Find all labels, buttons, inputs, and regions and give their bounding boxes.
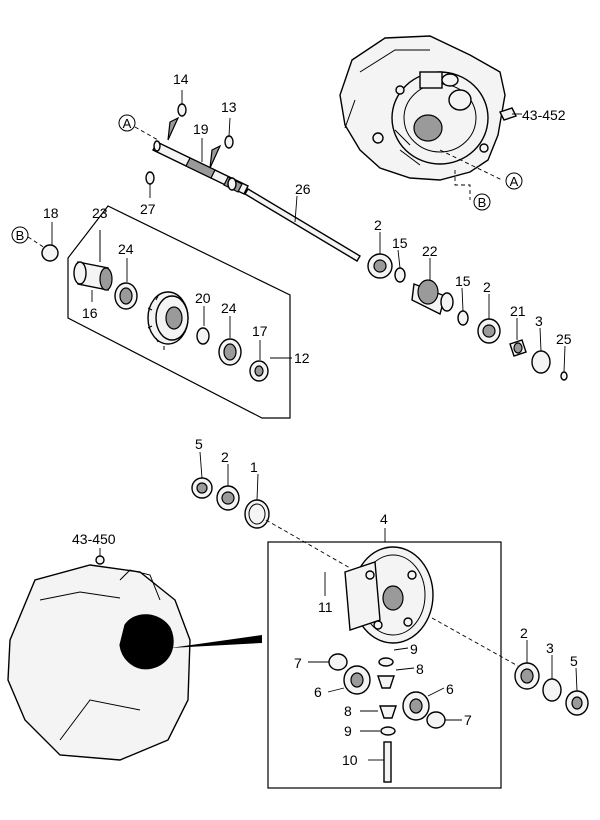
washer-9-upper: [378, 657, 394, 667]
part-label-3-lower: 3: [546, 640, 554, 656]
part-label-18: 18: [43, 205, 59, 221]
marker-a-left: A: [118, 114, 136, 132]
shaft-16: [73, 261, 113, 291]
input-shaft: [152, 140, 249, 195]
part-label-5-upper: 5: [195, 436, 203, 452]
o-ring-18: [41, 244, 59, 262]
side-gear-6-right: [402, 691, 430, 721]
part-label-2-mid: 2: [483, 279, 491, 295]
ring-gear-1: [244, 499, 270, 529]
part-label-13: 13: [221, 99, 237, 115]
part-label-4: 4: [380, 511, 388, 527]
ring-15-upper: [394, 267, 406, 283]
washer-7-left: [328, 653, 348, 671]
marker-b-right: B: [473, 193, 491, 211]
bearing-2-upper: [367, 253, 393, 279]
arrow-13: [209, 144, 222, 169]
part-label-6-right: 6: [446, 681, 454, 697]
part-label-23: 23: [92, 205, 108, 221]
spacer-20: [196, 327, 210, 345]
part-label-1: 1: [250, 459, 258, 475]
part-label-5-lower: 5: [570, 653, 578, 669]
part-label-22: 22: [422, 243, 438, 259]
snap-ring-27: [145, 171, 155, 185]
part-label-24-right: 24: [221, 300, 237, 316]
part-label-14: 14: [173, 71, 189, 87]
group-box-4: [267, 541, 502, 789]
part-label-10: 10: [342, 752, 358, 768]
arrow-14: [167, 116, 180, 141]
part-label-16: 16: [82, 305, 98, 321]
output-gear-22: [411, 279, 454, 316]
part-label-20: 20: [195, 290, 211, 306]
part-label-6-left: 6: [314, 684, 322, 700]
svg-text:B: B: [478, 195, 487, 210]
bearing-24-left: [114, 282, 138, 310]
part-label-2-upper: 2: [374, 217, 382, 233]
ring-15-lower: [457, 310, 469, 326]
marker-b-left: B: [11, 226, 29, 244]
part-label-17: 17: [252, 323, 268, 339]
assembly-pointer: [170, 635, 262, 648]
pinion-8-lower: [379, 705, 397, 719]
pinion-shaft-10: [383, 741, 392, 783]
part-label-19: 19: [193, 121, 209, 137]
part-label-15-lower: 15: [455, 273, 471, 289]
part-label-26: 26: [295, 181, 311, 197]
ref-43-450-label: 43-450: [72, 531, 116, 547]
washer-9-lower: [380, 726, 396, 736]
bearing-24-right: [218, 338, 242, 366]
part-label-12: 12: [294, 350, 310, 366]
part-label-15-upper: 15: [392, 235, 408, 251]
side-gear-6-left: [343, 665, 371, 695]
bearing-21: [509, 339, 527, 357]
part-label-2-lower-right: 2: [520, 625, 528, 641]
svg-text:A: A: [510, 174, 519, 189]
part-label-2-lower-left: 2: [221, 449, 229, 465]
ref-43-452-label: 43-452: [522, 107, 566, 123]
part-label-8-lower: 8: [344, 703, 352, 719]
part-label-9-upper: 9: [410, 641, 418, 657]
part-label-8-upper: 8: [416, 661, 424, 677]
differential-case: [344, 546, 434, 644]
nut-17: [249, 360, 269, 382]
snap-ring-14: [177, 103, 187, 117]
part-label-7-right: 7: [464, 712, 472, 728]
pinion-8-upper: [377, 675, 395, 689]
part-label-25: 25: [556, 331, 572, 347]
part-label-9-lower: 9: [344, 723, 352, 739]
long-shaft-26: [244, 188, 361, 262]
bearing-2-lower-left: [216, 485, 240, 511]
shim-3-lower: [542, 678, 562, 702]
svg-text:A: A: [123, 116, 132, 131]
part-label-21: 21: [510, 303, 526, 319]
svg-text:B: B: [16, 228, 25, 243]
ref-43-452-callout: 43-452: [512, 107, 566, 123]
part-label-3-upper: 3: [535, 313, 543, 329]
group-box-12: [67, 205, 291, 419]
transaxle-case-illustration: [339, 35, 517, 181]
marker-a-right: A: [505, 172, 523, 190]
transfer-gear: [147, 291, 189, 350]
bearing-5-upper: [191, 477, 213, 499]
transaxle-assembly-illustration: [7, 555, 191, 761]
bearing-5-lower: [565, 690, 589, 716]
bearing-2-lower-right: [514, 662, 540, 690]
part-label-7-left: 7: [294, 655, 302, 671]
bearing-2-mid: [477, 318, 501, 344]
clip-25: [560, 371, 568, 381]
snap-ring-13: [224, 135, 234, 149]
shim-3-upper: [531, 350, 551, 374]
part-label-27: 27: [140, 201, 156, 217]
washer-7-right: [426, 711, 446, 729]
part-label-11: 11: [318, 599, 333, 615]
part-label-24-left: 24: [118, 241, 134, 257]
